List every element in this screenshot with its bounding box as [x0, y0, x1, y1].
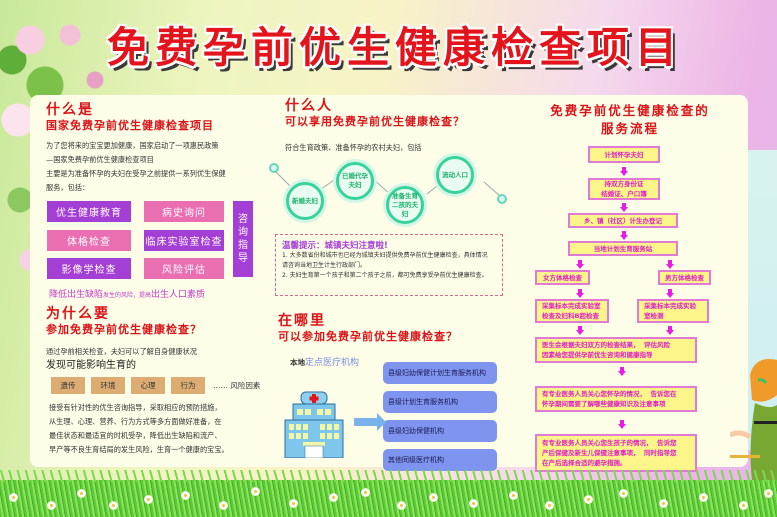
hospital-icon	[284, 391, 344, 458]
service-item: 临床实验室检查	[144, 230, 224, 251]
poster-title: 免费孕前优生健康检查项目	[106, 23, 683, 72]
flow-step-female-lab: 采集标本完成实验室 检查及妇科B超检查	[535, 299, 609, 323]
slogan-part-2: 发生的风险，提高	[103, 292, 152, 299]
flow-title-line-1: 免费孕前优生健康检查的	[550, 103, 710, 118]
flow-step-documents: 持双方身份证 结婚证、户口簿	[588, 178, 660, 200]
slogan-part-1: 降低出生缺陷	[49, 290, 104, 300]
factor-item: 环境	[91, 377, 125, 394]
flow-step-male-exam: 男方体格检查	[658, 270, 711, 285]
why-para-line: 接受有针对性的优生咨询指导，采取相应的预防措施，	[49, 403, 222, 412]
who-intro: 符合生育政策、准备怀孕的农村夫妇，包括	[285, 143, 422, 152]
connector-dot	[269, 163, 279, 173]
what-line-2: —国家免费孕前优生健康检查项目	[46, 155, 154, 164]
arrow-down-icon	[576, 326, 584, 335]
what-subheading: 国家免费孕前优生健康检查项目	[46, 119, 214, 132]
why-line-1: 通过孕前相关检查，夫妇可以了解自身健康状况	[46, 347, 197, 356]
warm-tip-box: 温馨提示：城镇夫妇注意啦! 1. 大多数省份和城市也已经为城镇夫妇提供免费孕前优…	[275, 234, 503, 296]
why-line-2: 发现可能影响生育的	[46, 360, 136, 371]
flow-step-station: 当地计划生育服务站	[568, 241, 678, 256]
what-heading: 什么是	[46, 102, 94, 118]
service-item: 风险评估	[144, 258, 224, 279]
pregnant-woman-illustration	[730, 359, 777, 480]
grass-decoration	[0, 470, 777, 517]
why-para-line: 从生理、心理、营养、行为方式等多方面做好准备，在	[49, 417, 222, 426]
flow-step-female-exam: 女方体格检查	[535, 270, 590, 285]
local-prefix: 本地	[290, 358, 305, 367]
institution-item: 县级妇幼保健机构	[383, 420, 497, 442]
flow-step-male-lab: 采集标本完成实验 室检测	[637, 299, 709, 323]
tip-line: 2. 夫妇生育第一个孩子和第二个孩子之前，都可免费享受孕前优生健康检查。	[282, 272, 488, 279]
consult-guidance-box: 咨询指导	[233, 201, 253, 277]
why-subheading: 参加免费孕前优生健康检查？	[46, 323, 202, 336]
flow-step-pregnancy-care: 有专业医务人员关心您怀孕的情况， 告诉您在 怀孕期间需要了解哪些健康知识及注意事…	[535, 386, 697, 412]
local-highlight: 定点医疗机构	[305, 358, 360, 368]
arrow-down-icon	[576, 289, 584, 298]
what-line-1: 为了您将来的宝宝更加健康，国家启动了一项惠民政策	[46, 141, 219, 150]
group-migrant: 流动人口	[436, 156, 474, 194]
service-item: 影像学检查	[47, 258, 131, 279]
arrow-down-icon	[666, 260, 674, 269]
service-item: 体格检查	[47, 230, 131, 251]
flow-title-line-2: 服务流程	[600, 121, 659, 136]
arrow-down-icon	[618, 420, 626, 429]
what-line-4: 服务，包括：	[46, 183, 90, 192]
tip-title: 温馨提示：城镇夫妇注意啦!	[282, 241, 388, 251]
arrow-right-icon	[354, 413, 386, 431]
section-what: 什么是 国家免费孕前优生健康检查项目 为了您将来的宝宝更加健康，国家启动了一项惠…	[46, 102, 268, 195]
factor-item: 行为	[171, 377, 205, 394]
factor-item: 遗传	[51, 377, 85, 394]
flow-step-assessment: 医生会根据夫妇双方的检查结果， 评估风险 因素给您提供孕前优生咨询和健康指导	[535, 337, 697, 363]
risk-factors: 遗传 环境 心理 行为 …… 风险因素	[51, 377, 260, 394]
slogan-part-3: 出生人口素质	[151, 290, 206, 300]
what-line-3: 主要是为准备怀孕的夫妇在受孕之前提供一系列优生保健	[46, 169, 226, 178]
where-subheading: 可以参加免费孕前优生健康检查？	[278, 330, 458, 343]
reduce-defects-slogan: 降低出生缺陷发生的风险，提高出生人口素质	[49, 287, 205, 300]
local-institution-label: 本地定点医疗机构	[290, 355, 359, 368]
arrow-down-icon	[576, 260, 584, 269]
services-grid: 优生健康教育 病史询问 体格检查 临床实验室检查 影像学检查 风险评估	[47, 201, 259, 281]
connector-dot	[497, 194, 507, 204]
service-item: 优生健康教育	[47, 201, 131, 222]
tip-line: 1. 大多数省份和城市也已经为城镇夫妇提供免费孕前优生健康检查，具体情况	[282, 252, 488, 259]
institution-item: 其他同级医疗机构	[383, 449, 497, 471]
why-paragraph: 接受有针对性的优生咨询指导，采取相应的预防措施， 从生理、心理、营养、行为方式等…	[49, 401, 274, 457]
group-married-pending: 已婚代孕夫妇	[336, 162, 374, 200]
group-second-child: 准备生育二孩的夫妇	[386, 186, 424, 224]
flow-step-register: 乡、镇（社区）计生办登记	[568, 213, 678, 228]
why-para-line: 早产等不良生育结局的发生风险，生育一个健康的宝宝。	[49, 445, 229, 454]
institution-item: 县级妇幼保健计划生育服务机构	[383, 362, 497, 384]
flow-step-plan: 计划怀孕夫妇	[588, 146, 660, 163]
flow-title: 免费孕前优生健康检查的 服务流程	[525, 102, 735, 138]
who-subheading: 可以享用免费孕前优生健康检查？	[285, 115, 465, 128]
tip-line: 请咨询当地卫生计生行政部门。	[282, 262, 367, 269]
flow-step-postpartum-care: 有专业医务人员关心您生孩子的情况， 告诉您 产后保健及新生儿保健注意事项， 同时…	[535, 434, 697, 472]
arrow-down-icon	[666, 289, 674, 298]
factors-tail: …… 风险因素	[213, 381, 261, 390]
why-heading: 为什么要	[46, 306, 110, 322]
group-newlywed: 新婚夫妇	[286, 182, 324, 220]
section-where: 在哪里 可以参加免费孕前优生健康检查？	[278, 313, 508, 344]
arrow-down-icon	[620, 167, 628, 176]
where-heading: 在哪里	[278, 313, 326, 329]
who-heading: 什么人	[285, 98, 333, 114]
arrow-down-icon	[620, 231, 628, 240]
arrow-down-icon	[666, 326, 674, 335]
eligible-groups: 新婚夫妇 已婚代孕夫妇 准备生育二孩的夫妇 流动人口	[262, 156, 512, 230]
why-para-line: 最佳状态和最适宜的时机受孕，降低出生缺陷和流产、	[49, 431, 222, 440]
institution-item: 县级计划生育服务机构	[383, 391, 497, 413]
service-item: 病史询问	[144, 201, 224, 222]
arrow-down-icon	[620, 203, 628, 212]
arrow-down-icon	[618, 367, 626, 376]
factor-item: 心理	[131, 377, 165, 394]
section-who: 什么人 可以享用免费孕前优生健康检查？ 符合生育政策、准备怀孕的农村夫妇，包括	[285, 98, 505, 155]
section-why: 为什么要 参加免费孕前优生健康检查？ 通过孕前相关检查，夫妇可以了解自身健康状况…	[46, 306, 268, 373]
